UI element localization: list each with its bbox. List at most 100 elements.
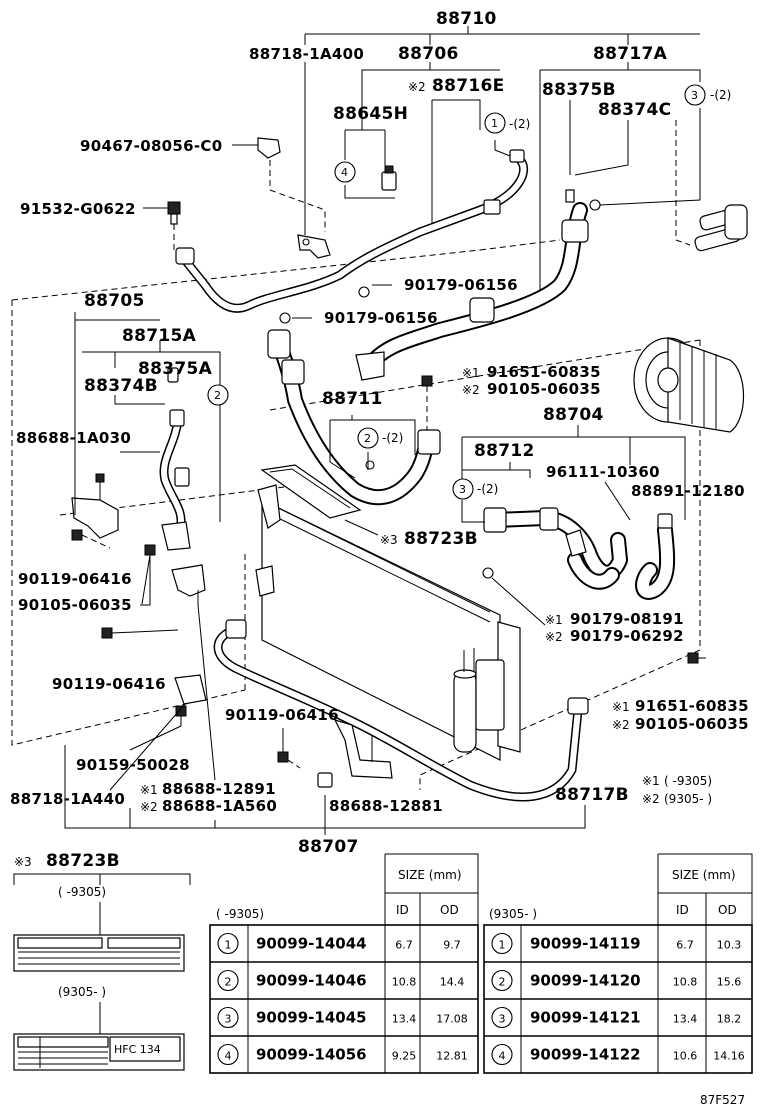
label-88374B: 88374B xyxy=(84,376,158,396)
row-od-size: 15.6 xyxy=(717,976,742,989)
table-right-col-id: ID xyxy=(676,903,689,917)
mark-88723B: ※3 xyxy=(380,533,398,547)
table-left-col-id: ID xyxy=(396,903,409,917)
legend-text-1: ( -9305) xyxy=(664,774,712,788)
legend-mark-2: ※2 xyxy=(642,792,660,806)
row-id-size: 9.25 xyxy=(392,1050,417,1063)
label-90179-06156-b: 90179-06156 xyxy=(324,309,438,327)
label-88718-1A440: 88718-1A440 xyxy=(10,790,125,808)
boundary-dash xyxy=(11,239,701,790)
label-88688-12881: 88688-12881 xyxy=(329,797,443,815)
condenser xyxy=(255,464,521,761)
row-id-size: 6.7 xyxy=(395,939,413,952)
row-id-size: 10.8 xyxy=(673,976,698,989)
label-90119-06416-b: 90119-06416 xyxy=(52,675,166,693)
clamp-88688-1A030 xyxy=(71,473,119,539)
row-od-size: 17.08 xyxy=(436,1013,468,1026)
table-left-col-od: OD xyxy=(440,903,459,917)
pipe-88716E xyxy=(175,149,529,313)
label-box-tag: HFC 134 xyxy=(114,1043,161,1056)
label-90467: 90467-08056-C0 xyxy=(80,137,222,155)
mark-90179-06292: ※2 xyxy=(545,630,563,644)
label-88688-1A560: 88688-1A560 xyxy=(162,797,277,815)
label-88718-1A400: 88718-1A400 xyxy=(249,45,364,63)
quantity-labels: -(2) -(2) -(2) -(2) xyxy=(382,88,731,496)
row-od-size: 14.4 xyxy=(440,976,465,989)
row-ref-circle xyxy=(217,1043,239,1066)
label-90119-06416-a: 90119-06416 xyxy=(18,570,132,588)
qty-label: -(2) xyxy=(710,88,731,102)
label-88715A: 88715A xyxy=(122,326,197,346)
label-90105-a: 90105-06035 xyxy=(487,380,601,398)
label-88710: 88710 xyxy=(436,9,497,29)
row-ref-number: 4 xyxy=(499,1050,506,1063)
label-88705: 88705 xyxy=(84,291,145,311)
row-ref-circle xyxy=(491,1043,513,1066)
hose-88712 xyxy=(483,507,628,590)
ref-circle-3: 3 xyxy=(459,483,466,496)
label-88716E: 88716E xyxy=(432,76,505,96)
table-right-col-od: OD xyxy=(718,903,737,917)
row-part-number: 90099-14119 xyxy=(530,935,641,953)
row-part-number: 90099-14121 xyxy=(530,1009,641,1027)
label-91651-a: 91651-60835 xyxy=(487,363,601,381)
label-88688-1A030: 88688-1A030 xyxy=(16,429,131,447)
mark-88688-1A560: ※2 xyxy=(140,800,158,814)
table-right-size-header: SIZE (mm) xyxy=(672,868,736,882)
label-box-period-b: (9305- ) xyxy=(58,985,106,999)
legend-mark-1: ※1 xyxy=(642,774,660,788)
hose-88717A xyxy=(355,189,601,381)
row-ref-circle xyxy=(217,932,239,955)
row-od-size: 14.16 xyxy=(713,1050,745,1063)
bolt-90467 xyxy=(232,137,326,232)
bolt-91532 xyxy=(143,201,181,250)
row-ref-circle xyxy=(217,969,239,992)
compressor-fittings xyxy=(675,120,748,252)
label-88706: 88706 xyxy=(398,44,459,64)
label-88717B: 88717B xyxy=(555,785,629,805)
row-part-number: 90099-14122 xyxy=(530,1046,641,1064)
qty-label: -(2) xyxy=(477,482,498,496)
hose-88891 xyxy=(635,513,676,600)
row-ref-number: 3 xyxy=(499,1013,506,1026)
label-88707: 88707 xyxy=(298,837,359,857)
period-legend: ※1 ( -9305) ※2 (9305- ) xyxy=(642,774,712,806)
mark-90105-c: ※2 xyxy=(612,718,630,732)
label-91651-b: 91651-60835 xyxy=(635,697,749,715)
leader-lines-top xyxy=(304,26,701,290)
label-88375B: 88375B xyxy=(542,80,616,100)
label-88375A: 88375A xyxy=(138,359,213,379)
mark-90105-a: ※2 xyxy=(462,383,480,397)
label-88704: 88704 xyxy=(543,405,604,425)
label-88712: 88712 xyxy=(474,441,535,461)
label-88717A: 88717A xyxy=(593,44,668,64)
label-90105-b: 90105-06035 xyxy=(18,596,132,614)
label-box-period-a: ( -9305) xyxy=(58,885,106,899)
row-id-size: 13.4 xyxy=(673,1013,698,1026)
ref-circle-2: 2 xyxy=(364,432,371,445)
row-od-size: 12.81 xyxy=(436,1050,468,1063)
mark-88688-12891: ※1 xyxy=(140,783,158,797)
label-96111: 96111-10360 xyxy=(546,463,660,481)
row-ref-number: 2 xyxy=(499,976,506,989)
row-od-size: 10.3 xyxy=(717,939,742,952)
label-88374C: 88374C xyxy=(598,100,671,120)
ref-circle-3: 3 xyxy=(691,89,698,102)
row-id-size: 13.4 xyxy=(392,1013,417,1026)
row-ref-number: 2 xyxy=(225,976,232,989)
mark-91651-a: ※1 xyxy=(462,366,480,380)
row-ref-number: 3 xyxy=(225,1013,232,1026)
circle-refs: 1 3 4 2 2 3 xyxy=(207,84,706,500)
table-left-size-header: SIZE (mm) xyxy=(398,868,462,882)
mark-88716E: ※2 xyxy=(408,80,426,94)
mark-90179-08191: ※1 xyxy=(545,613,563,627)
row-ref-number: 1 xyxy=(225,939,232,952)
callout-labels: 88710 88718-1A400 88706 88717A ※2 88716E… xyxy=(10,9,749,857)
compressor xyxy=(633,337,745,433)
label-90179-06292: 90179-06292 xyxy=(570,627,684,645)
label-90105-c: 90105-06035 xyxy=(635,715,749,733)
label-box-part: 88723B xyxy=(46,851,120,871)
qty-label: -(2) xyxy=(509,117,530,131)
